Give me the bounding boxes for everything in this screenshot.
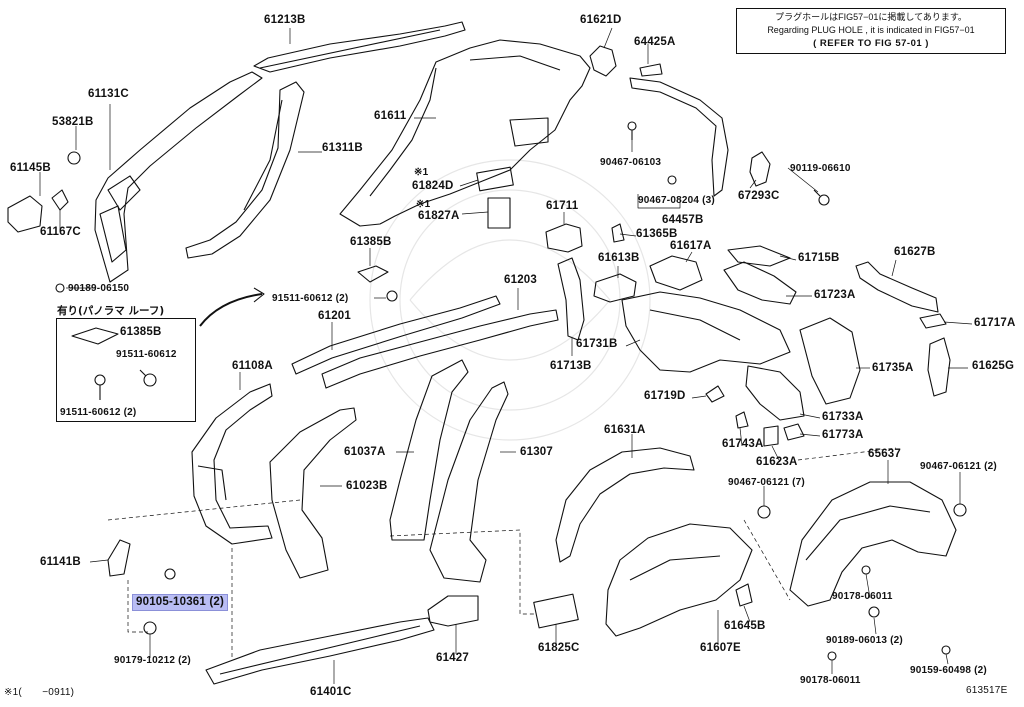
part-label[interactable]: 91511-60612 (116, 349, 177, 360)
fig-reference-note: プラグホールはFIG57−01に掲載してあります。 Regarding PLUG… (736, 8, 1006, 54)
part-label[interactable]: 67293C (738, 190, 780, 202)
part-label[interactable]: 61625G (972, 360, 1015, 372)
part-61607e (605, 523, 753, 637)
part-label[interactable]: 91511-60612 (2) (60, 407, 137, 418)
figure-number: 613517E (966, 685, 1008, 696)
part-label[interactable]: 61715B (798, 252, 840, 264)
part-label[interactable]: 61311B (322, 142, 363, 154)
part-61307 (429, 381, 509, 583)
part-label[interactable]: 61203 (504, 274, 537, 286)
part-64425a (639, 63, 663, 77)
footnote: ※1( −0911) (4, 687, 75, 698)
part-label[interactable]: 53821B (52, 116, 94, 128)
part-label[interactable]: 90178-06011 (832, 591, 893, 602)
part-label[interactable]: 61385B (350, 236, 392, 248)
footnote-marker: ※1 (416, 199, 431, 210)
part-label[interactable]: 61617A (670, 240, 712, 252)
part-label[interactable]: 90189-06013 (2) (826, 635, 903, 646)
part-61023b (269, 407, 357, 579)
part-label[interactable]: 61735A (872, 362, 914, 374)
part-label[interactable]: 90178-06011 (800, 675, 861, 686)
part-label[interactable]: 65637 (868, 448, 901, 460)
part-label[interactable]: 61401C (310, 686, 352, 698)
part-label[interactable]: 61037A (344, 446, 386, 458)
part-label[interactable]: 61631A (604, 424, 646, 436)
part-label[interactable]: 61733A (822, 411, 864, 423)
part-label[interactable]: 61723A (814, 289, 856, 301)
part-label[interactable]: 61824D (412, 180, 454, 192)
part-61711 (545, 223, 583, 253)
part-61108a (191, 383, 273, 545)
part-label[interactable]: 61623A (756, 456, 798, 468)
part-67293c (749, 151, 771, 187)
part-61131c-side-outer (94, 71, 263, 283)
part-label[interactable]: 61201 (318, 310, 351, 322)
part-64457b (629, 77, 729, 197)
part-label[interactable]: 90189-06150 (68, 283, 130, 294)
part-65637-liner (789, 481, 957, 607)
part-label[interactable]: 90467-06121 (7) (728, 477, 805, 488)
part-label[interactable]: 61385B (120, 326, 162, 338)
highlighted-part-label[interactable]: 90105-10361 (2) (131, 594, 229, 611)
part-label[interactable]: 61607E (700, 642, 741, 654)
part-61611-quarter-panel (339, 39, 591, 227)
footnote-marker: ※1 (414, 167, 429, 178)
part-61627b (855, 261, 939, 313)
part-label[interactable]: 61167C (40, 226, 81, 238)
part-label[interactable]: 61645B (724, 620, 766, 632)
part-label[interactable]: 61141B (40, 556, 81, 568)
panorama-roof-title: 有り(パノラマ ルーフ) (57, 305, 165, 317)
note-reference-link[interactable]: ( REFER TO FIG 57-01 ) (813, 38, 929, 49)
part-61037a (389, 359, 469, 541)
part-label[interactable]: 61621D (580, 14, 622, 26)
part-label[interactable]: 90467-08204 (3) (638, 195, 715, 206)
part-61203-rail (321, 309, 559, 389)
part-label[interactable]: 61827A (418, 210, 460, 222)
part-label[interactable]: 90119-06610 (790, 163, 851, 174)
part-label[interactable]: 61131C (88, 88, 129, 100)
part-61201-rail (291, 295, 501, 375)
pad-61824d (476, 166, 514, 192)
part-label[interactable]: 61427 (436, 652, 469, 664)
part-label[interactable]: 91511-60612 (2) (272, 293, 349, 304)
part-label[interactable]: 90467-06121 (2) (920, 461, 997, 472)
part-label[interactable]: 90179-10212 (2) (114, 655, 191, 666)
part-label[interactable]: 61145B (10, 162, 51, 174)
part-label[interactable]: 61213B (264, 14, 306, 26)
part-label[interactable]: 61711 (546, 200, 579, 212)
part-61167c (51, 189, 69, 211)
part-label[interactable]: 61307 (520, 446, 553, 458)
part-label[interactable]: 61365B (636, 228, 678, 240)
part-label[interactable]: 90467-06103 (600, 157, 662, 168)
part-label[interactable]: 61108A (232, 360, 273, 372)
part-61401c-rocker (205, 617, 435, 685)
part-label[interactable]: 61713B (550, 360, 592, 372)
part-61311b-pillar (185, 81, 305, 259)
part-61621d (589, 45, 617, 77)
part-label[interactable]: 64425A (634, 36, 676, 48)
pad-61827a (487, 197, 511, 229)
part-61385b (357, 265, 389, 283)
part-label[interactable]: 61613B (598, 252, 640, 264)
part-label[interactable]: 61717A (974, 317, 1016, 329)
part-61713b (557, 257, 585, 341)
part-61145b (7, 195, 43, 233)
part-61213b-rail (253, 21, 466, 73)
part-label[interactable]: 61611 (374, 110, 407, 122)
note-line-jp: プラグホールはFIG57−01に掲載してあります。 (775, 12, 967, 22)
note-line-en: Regarding PLUG HOLE , it is indicated in… (767, 25, 975, 35)
part-61731b (621, 291, 791, 373)
panorama-roof-box (56, 318, 196, 422)
part-label[interactable]: 61719D (644, 390, 686, 402)
part-label[interactable]: 64457B (662, 214, 704, 226)
part-label[interactable]: 90159-60498 (2) (910, 665, 987, 676)
part-label[interactable]: 61773A (822, 429, 864, 441)
part-label[interactable]: 61825C (538, 642, 580, 654)
part-label[interactable]: 61627B (894, 246, 936, 258)
part-label[interactable]: 61743A (722, 438, 764, 450)
part-label[interactable]: 61731B (576, 338, 618, 350)
part-label[interactable]: 61023B (346, 480, 388, 492)
part-61631a (555, 447, 695, 563)
